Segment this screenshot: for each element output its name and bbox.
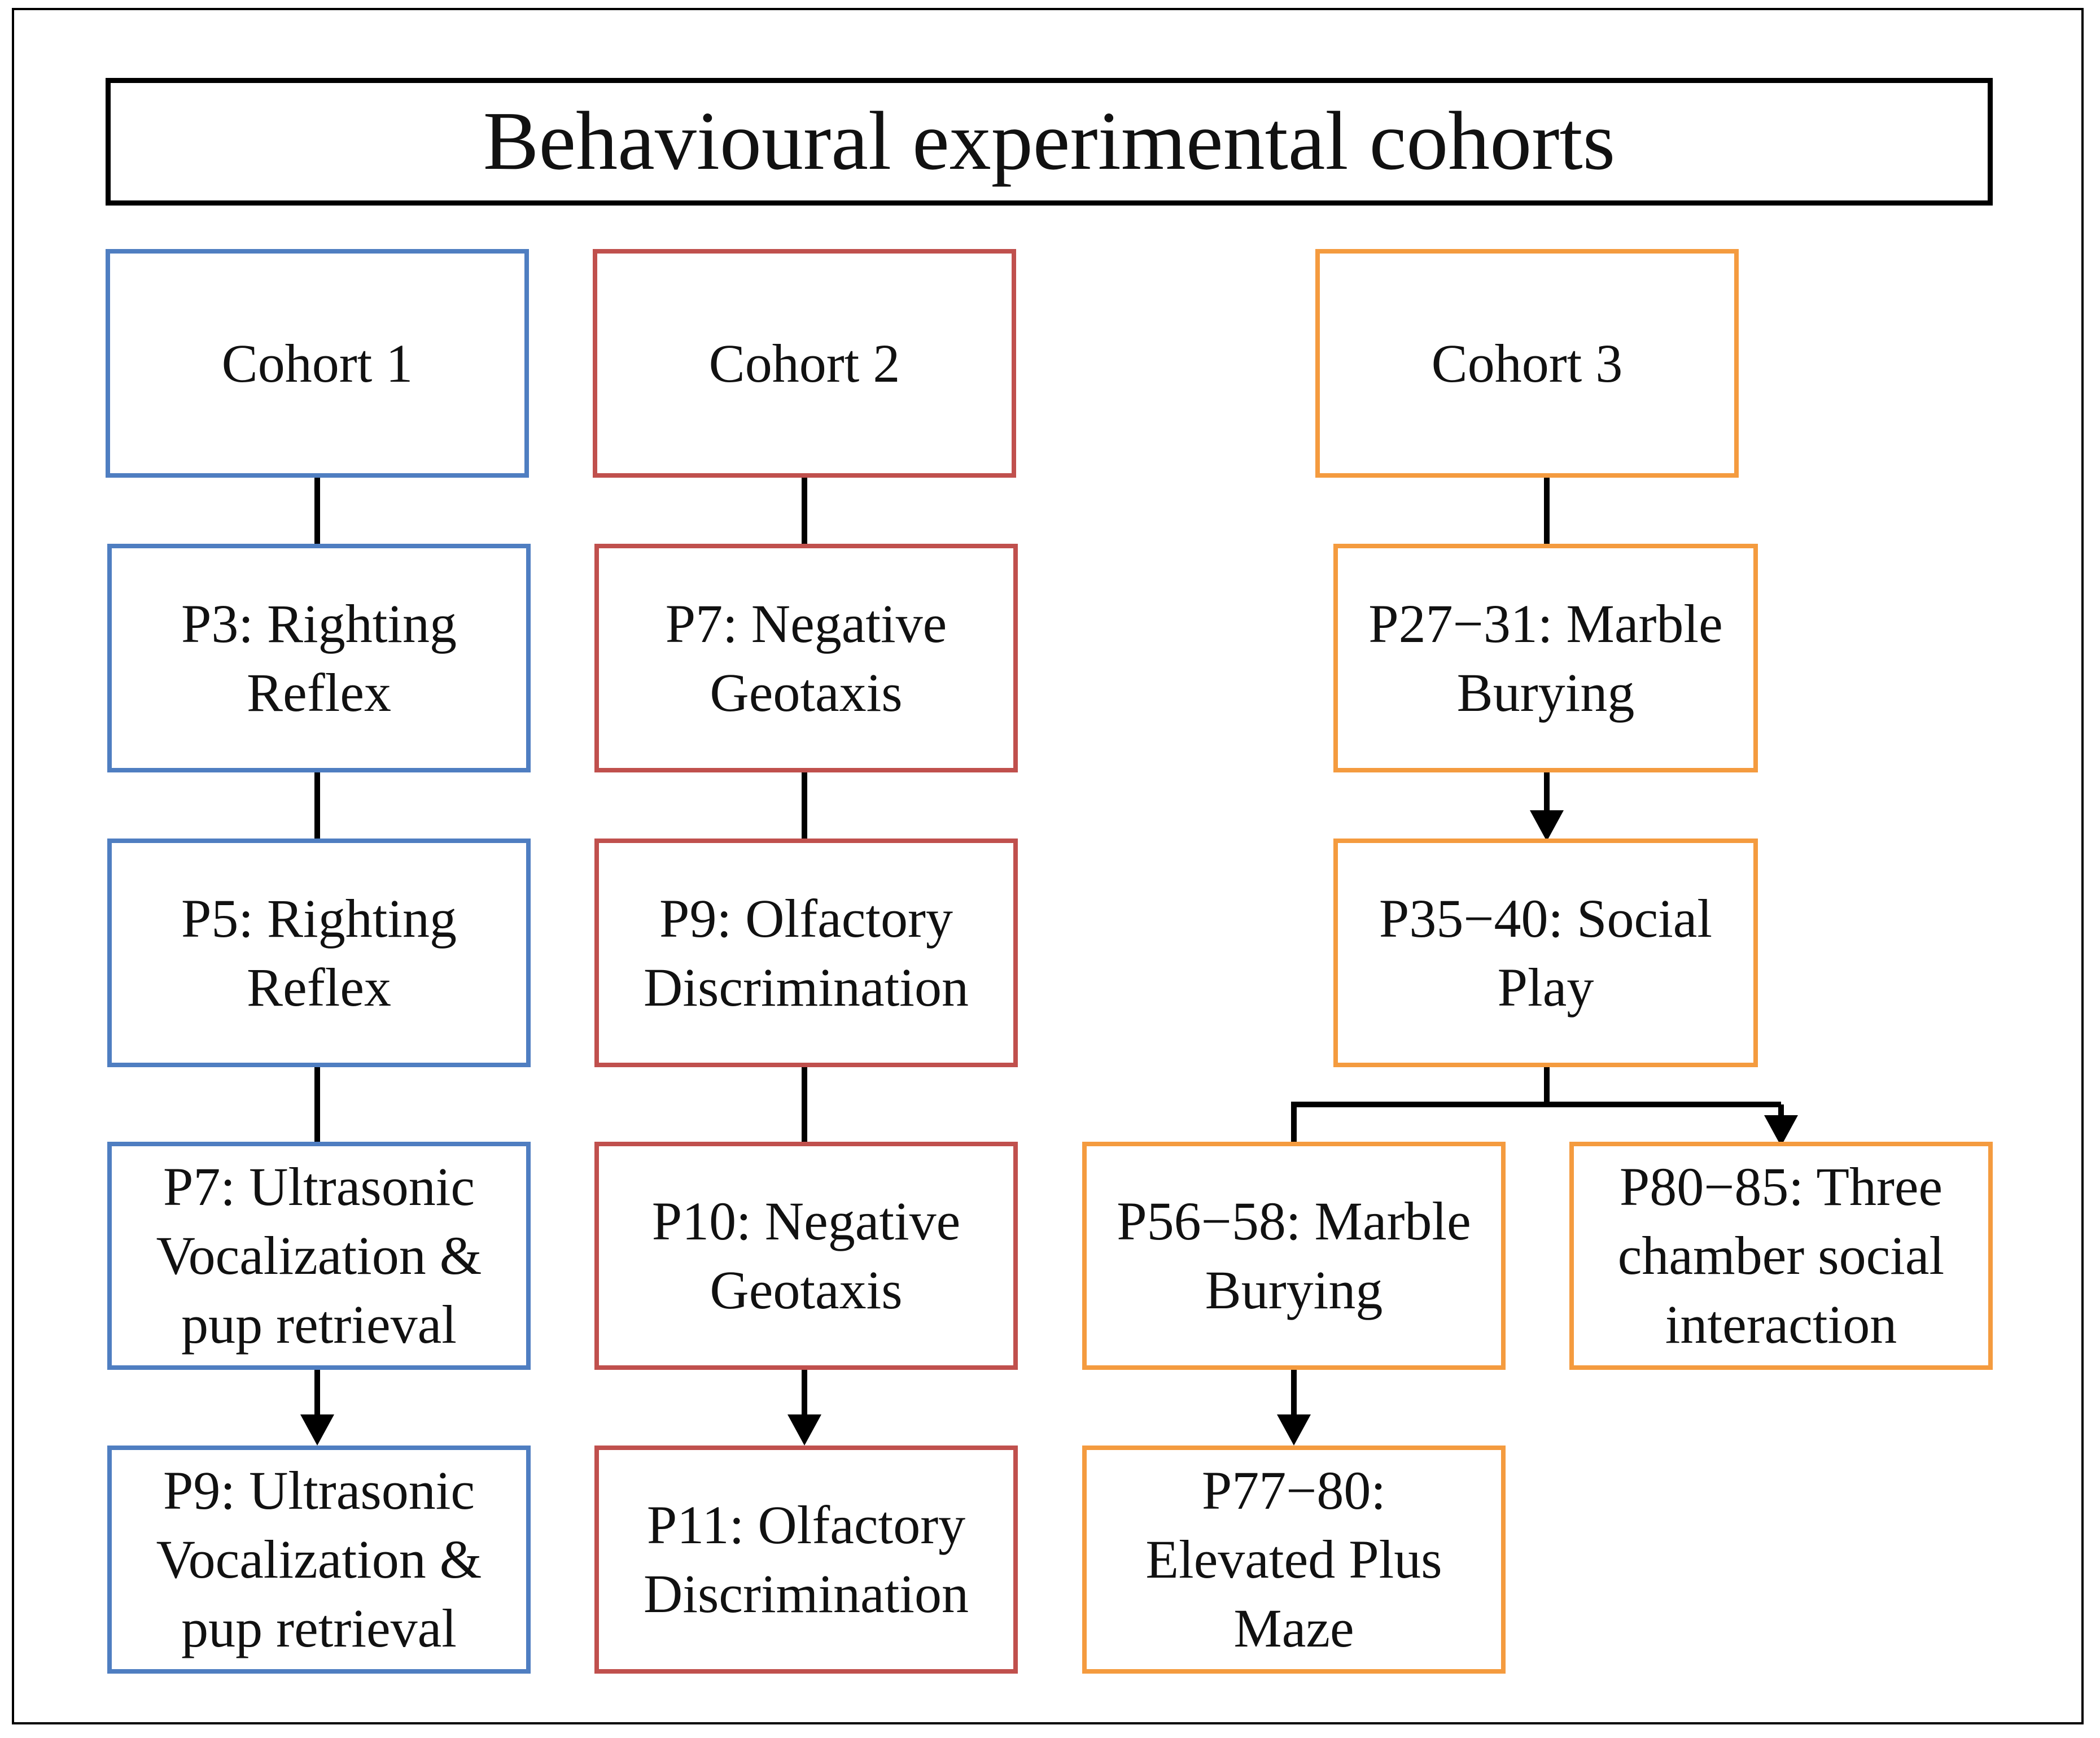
cohort-2-step-p10-negative-geotaxis: P10: Negative Geotaxis: [594, 1142, 1018, 1370]
figure-frame: [12, 8, 2084, 1724]
arrowhead-c2: [788, 1414, 821, 1446]
cohort-1-step-p3-righting-reflex: P3: Righting Reflex: [107, 544, 531, 772]
cohort-1-step-p9-ultrasonic-vocalization: P9: Ultrasonic Vocalization & pup retrie…: [107, 1446, 531, 1674]
cohort-3-step-p27-31-marble-burying: P27−31: Marble Burying: [1333, 544, 1758, 772]
cohort-3-step-p80-85-three-chamber: P80−85: Three chamber social interaction: [1569, 1142, 1993, 1370]
cohort-1-step-p7-ultrasonic-vocalization: P7: Ultrasonic Vocalization & pup retrie…: [107, 1142, 531, 1370]
cohort-2-step-p7-negative-geotaxis: P7: Negative Geotaxis: [594, 544, 1018, 772]
cohort-3-step-p56-58-marble-burying: P56−58: Marble Burying: [1082, 1142, 1506, 1370]
cohort-3-step-p35-40-social-play: P35−40: Social Play: [1333, 839, 1758, 1067]
connector-c3-p35-branch: [1291, 1102, 1781, 1142]
cohort-2-step-p9-olfactory-discrimination: P9: Olfactory Discrimination: [594, 839, 1018, 1067]
arrowhead-c1: [300, 1414, 334, 1446]
arrowhead-c3-p35: [1530, 810, 1564, 841]
cohort-3-header: Cohort 3: [1315, 249, 1739, 478]
cohort-3-step-p77-80-elevated-plus-maze: P77−80: Elevated Plus Maze: [1082, 1446, 1506, 1674]
cohort-2-header: Cohort 2: [593, 249, 1016, 478]
cohort-2-step-p11-olfactory-discrimination: P11: Olfactory Discrimination: [594, 1446, 1018, 1674]
arrowhead-c3-p80: [1764, 1115, 1798, 1146]
diagram-title: Behavioural experimental cohorts: [106, 78, 1993, 206]
cohort-1-header: Cohort 1: [106, 249, 529, 478]
cohort-1-step-p5-righting-reflex: P5: Righting Reflex: [107, 839, 531, 1067]
arrowhead-c3-p77: [1277, 1414, 1311, 1446]
